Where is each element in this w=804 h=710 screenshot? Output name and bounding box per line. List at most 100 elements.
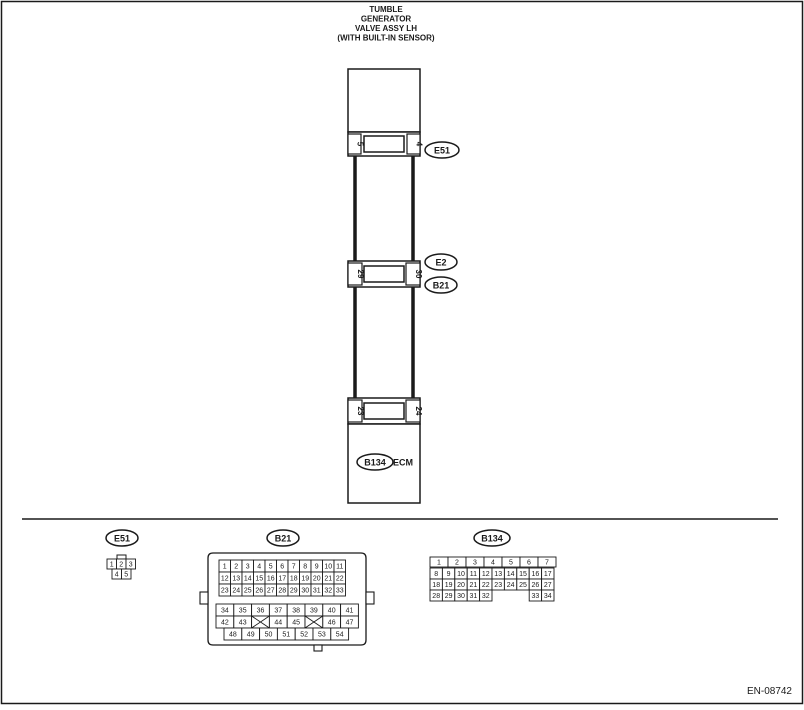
b134-pin-29: 29	[445, 593, 453, 600]
b21-pin-20: 20	[313, 576, 321, 583]
b134-pin-12: 12	[482, 571, 490, 578]
b134-pin-19: 19	[445, 582, 453, 589]
b134-pin-32: 32	[482, 593, 490, 600]
b134-pin-7-cell	[537, 556, 557, 568]
b134-pin-18: 18	[432, 582, 440, 589]
b134-pin-1: 1	[437, 560, 441, 567]
b21-pin-33-cell	[333, 583, 346, 597]
b21-side-tab-left	[199, 591, 209, 605]
b21-pin-53: 53	[318, 632, 326, 639]
b21-pin-22: 22	[336, 576, 344, 583]
b134-pin-21: 21	[470, 582, 478, 589]
b21-pin-47: 47	[346, 620, 354, 627]
connector-tag-b21	[424, 276, 458, 294]
e51-lock-tab	[116, 554, 127, 560]
b21-pin-50: 50	[265, 632, 273, 639]
b21-pin-52: 52	[300, 632, 308, 639]
connector-tag-b134	[356, 453, 394, 471]
b21-pin-4: 4	[257, 564, 261, 571]
b21-pin-43: 43	[239, 620, 247, 627]
component-title-line-3: VALVE ASSY LH	[355, 24, 417, 33]
b134-pin-3: 3	[473, 560, 477, 567]
b134-pin-23: 23	[494, 582, 502, 589]
b134-pin-25: 25	[519, 582, 527, 589]
pin-e51-5: 5	[356, 142, 365, 147]
b21-pin-48: 48	[229, 632, 237, 639]
b134-pin-7: 7	[545, 560, 549, 567]
b21-pin-18: 18	[290, 576, 298, 583]
b134-pin-24: 24	[507, 582, 515, 589]
b21-pin-42: 42	[221, 620, 229, 627]
b21-pin-32: 32	[324, 588, 332, 595]
b134-pin-26: 26	[532, 582, 540, 589]
connector-tag-b21-label: B21	[433, 281, 450, 291]
connector-b134: 23 24	[347, 397, 423, 425]
e51-pin-3: 3	[129, 562, 133, 569]
b21-pin-37: 37	[274, 608, 282, 615]
connector-tag-e2-label: E2	[435, 258, 446, 268]
b21-pin-14: 14	[244, 576, 252, 583]
b21-pin-44: 44	[274, 620, 282, 627]
connector-tag-e51-label: E51	[434, 146, 450, 156]
e51-pin-2: 2	[119, 562, 123, 569]
b134-pin-32-cell	[479, 589, 493, 602]
b21-pin-13: 13	[232, 576, 240, 583]
pin-b21-30: 30	[414, 270, 423, 279]
b21-pin-8: 8	[303, 564, 307, 571]
e51-pin-1: 1	[110, 562, 114, 569]
connector-tag-e51	[424, 141, 460, 159]
b134-pin-13: 13	[494, 571, 502, 578]
b134-pin-5: 5	[509, 560, 513, 567]
b21-pin-47-cell	[340, 615, 359, 629]
figure-id: EN-08742	[747, 686, 792, 697]
e51-pin-4: 4	[115, 572, 119, 579]
pin-b134-23: 23	[356, 407, 365, 416]
connector-b21: 29 30	[347, 260, 423, 288]
b21-pin-10: 10	[324, 564, 332, 571]
pin-e51-4: 4	[415, 142, 424, 147]
b21-pin-46: 46	[328, 620, 336, 627]
pin-b21-29: 29	[356, 270, 365, 279]
b134-pin-33: 33	[532, 593, 540, 600]
connector-tag-b134-label: B134	[364, 458, 386, 468]
b134-pin-22: 22	[482, 582, 490, 589]
face-tag-b21-label: B21	[275, 534, 292, 544]
b21-pin-5: 5	[269, 564, 273, 571]
b21-pin-27: 27	[267, 588, 275, 595]
b21-blank-5-blank-cross	[304, 615, 324, 629]
b134-pin-34-cell	[541, 589, 555, 602]
b134-pin-27: 27	[544, 582, 552, 589]
face-tag-e51-label: E51	[114, 534, 130, 544]
b21-pin-54: 54	[336, 632, 344, 639]
b21-pin-11: 11	[336, 564, 343, 571]
b21-pin-9: 9	[315, 564, 319, 571]
b21-pin-28: 28	[278, 588, 286, 595]
b134-pin-20: 20	[457, 582, 465, 589]
component-title-line-2: GENERATOR	[361, 15, 412, 24]
b134-pin-6: 6	[527, 560, 531, 567]
b21-pin-21: 21	[324, 576, 332, 583]
tumble-valve-box	[347, 68, 421, 133]
b134-pin-16: 16	[532, 571, 540, 578]
b21-pin-24: 24	[232, 588, 240, 595]
b21-pin-30: 30	[301, 588, 309, 595]
b21-pin-33: 33	[336, 588, 344, 595]
component-title-line-1: TUMBLE	[369, 5, 403, 14]
b134-pin-9: 9	[447, 571, 451, 578]
e51-pin-5-cell	[121, 568, 132, 580]
b21-pin-51: 51	[282, 632, 290, 639]
b21-pin-38: 38	[292, 608, 300, 615]
b134-pin-28: 28	[432, 593, 440, 600]
b134-pin-30: 30	[457, 593, 465, 600]
face-tag-e51	[105, 529, 139, 547]
b21-blank-2-blank-cross	[251, 615, 270, 629]
pin-b134-24: 24	[414, 407, 423, 416]
b134-pin-8: 8	[434, 571, 438, 578]
b134-pin-2: 2	[455, 560, 459, 567]
b21-pin-45: 45	[292, 620, 300, 627]
b21-pin-29: 29	[290, 588, 298, 595]
